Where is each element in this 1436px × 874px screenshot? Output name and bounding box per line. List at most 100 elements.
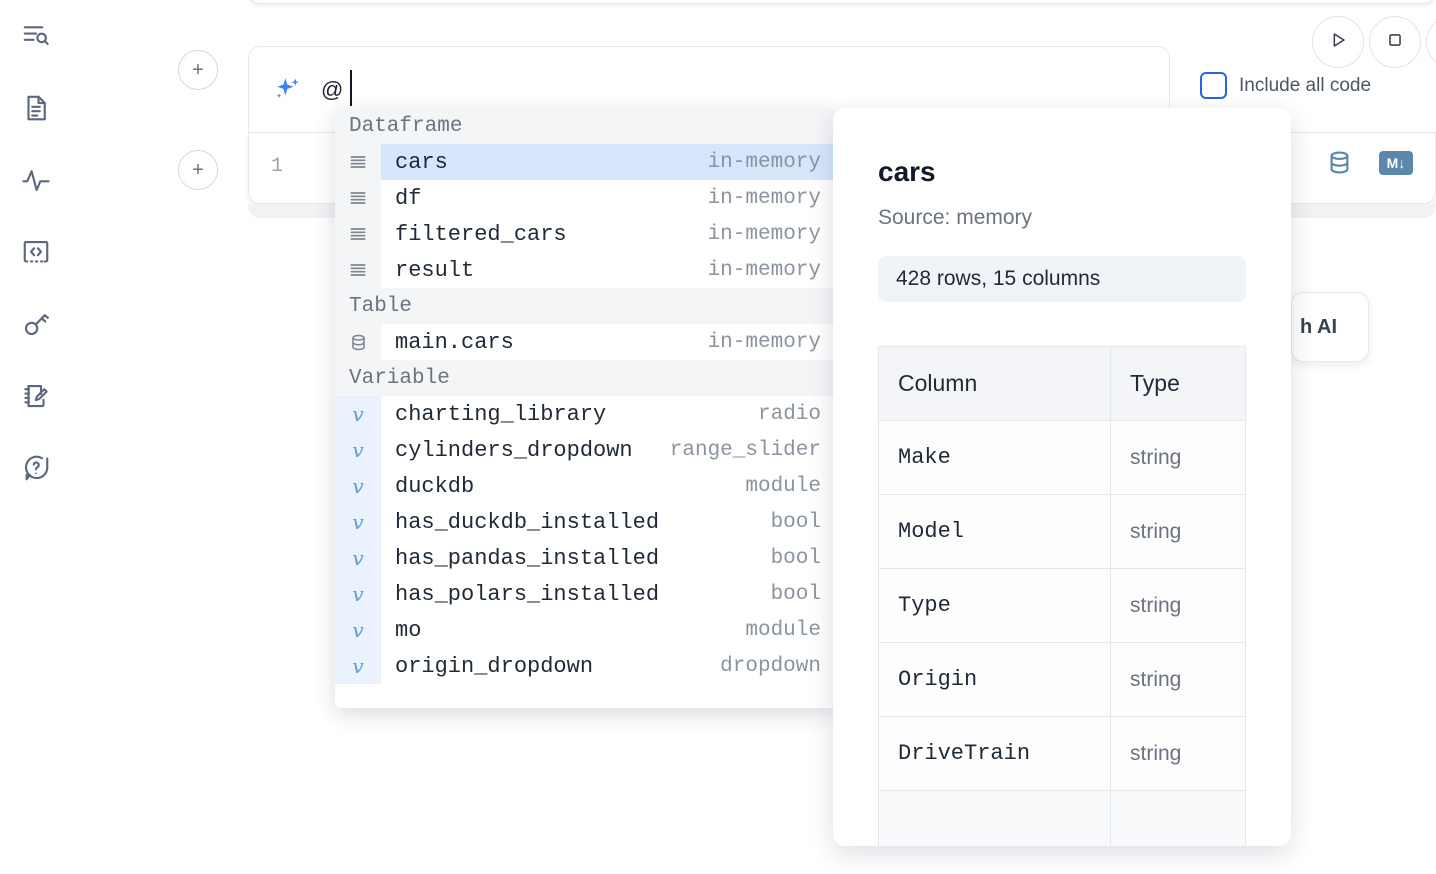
schema-column-name: DriveTrain xyxy=(878,716,1111,791)
autocomplete-item-type: in-memory xyxy=(707,150,821,174)
autocomplete-group-header: Variable xyxy=(335,360,835,396)
preview-shape-badge: 428 rows, 15 columns xyxy=(878,256,1246,302)
markdown-icon[interactable]: M↓ xyxy=(1379,150,1413,175)
schema-column-type: string xyxy=(1110,494,1246,569)
variable-icon: v xyxy=(335,504,381,540)
autocomplete-item-name: result xyxy=(395,257,475,283)
schema-column-type xyxy=(1110,790,1246,846)
generate-with-ai-label: h AI xyxy=(1300,315,1338,338)
autocomplete-item-name: df xyxy=(395,185,422,211)
dataframe-rows-icon xyxy=(335,252,381,288)
preview-source: Source: memory xyxy=(878,206,1033,229)
column-header-column: Column xyxy=(878,346,1111,421)
autocomplete-item-name: has_polars_installed xyxy=(395,581,660,607)
autocomplete-item-type: module xyxy=(745,618,821,642)
key-icon xyxy=(21,309,51,339)
sidebar-item-secrets[interactable] xyxy=(14,302,58,346)
add-cell-button-top[interactable]: + xyxy=(178,50,218,90)
autocomplete-item[interactable]: v has_pandas_installed bool xyxy=(335,540,835,576)
previous-cell-edge xyxy=(248,0,1436,4)
cell-icon-toolbar: M↓ xyxy=(1326,149,1413,176)
schema-column-type: string xyxy=(1110,568,1246,643)
schema-column-type: string xyxy=(1110,716,1246,791)
sidebar-item-snippets[interactable] xyxy=(14,230,58,274)
include-all-code-row[interactable]: Include all code xyxy=(1200,72,1371,99)
autocomplete-item-name: filtered_cars xyxy=(395,221,567,247)
database-icon[interactable] xyxy=(1326,149,1353,176)
sparkles-icon xyxy=(271,73,305,107)
table-row xyxy=(878,790,1246,846)
variable-icon: v xyxy=(335,468,381,504)
autocomplete-item[interactable]: v cylinders_dropdown range_slider xyxy=(335,432,835,468)
notebook-pencil-icon xyxy=(21,381,51,411)
sidebar-item-outline-search[interactable] xyxy=(14,14,58,58)
autocomplete-item-type: in-memory xyxy=(707,258,821,282)
autocomplete-item[interactable]: result in-memory xyxy=(335,252,835,288)
autocomplete-item-type: radio xyxy=(757,402,821,426)
add-cell-button-bottom[interactable]: + xyxy=(178,150,218,190)
sidebar-item-activity[interactable] xyxy=(14,158,58,202)
schema-column-type: string xyxy=(1110,642,1246,717)
autocomplete-item-type: bool xyxy=(770,546,821,570)
autocomplete-item-type: in-memory xyxy=(707,186,821,210)
dataframe-rows-icon xyxy=(335,216,381,252)
stop-button[interactable] xyxy=(1369,16,1421,68)
stop-square-icon xyxy=(1384,29,1406,56)
include-all-code-checkbox[interactable] xyxy=(1200,72,1227,99)
autocomplete-item-type: module xyxy=(745,474,821,498)
autocomplete-item-name: has_duckdb_installed xyxy=(395,509,660,535)
sidebar-rail xyxy=(0,0,72,874)
schema-column-name: Model xyxy=(878,494,1111,569)
schema-column-name: Make xyxy=(878,420,1111,495)
autocomplete-item-name: mo xyxy=(395,617,422,643)
schema-column-name: Type xyxy=(878,568,1111,643)
autocomplete-item-name: has_pandas_installed xyxy=(395,545,660,571)
autocomplete-item-type: in-memory xyxy=(707,330,821,354)
ai-prompt-input[interactable] xyxy=(321,76,1169,103)
file-text-icon xyxy=(21,93,51,123)
autocomplete-item[interactable]: filtered_cars in-memory xyxy=(335,216,835,252)
line-number: 1 xyxy=(271,155,284,178)
autocomplete-group-header: Table xyxy=(335,288,835,324)
code-brackets-icon xyxy=(21,237,51,267)
schema-column-name xyxy=(878,790,1111,846)
variable-icon: v xyxy=(335,612,381,648)
sidebar-item-files[interactable] xyxy=(14,86,58,130)
variable-icon: v xyxy=(335,648,381,684)
autocomplete-item-type: bool xyxy=(770,582,821,606)
autocomplete-group-header: Dataframe xyxy=(335,108,835,144)
autocomplete-item-type: range_slider xyxy=(669,438,821,462)
run-button[interactable] xyxy=(1312,16,1364,68)
plus-icon: + xyxy=(192,159,204,181)
activity-pulse-icon xyxy=(21,165,51,195)
variable-icon: v xyxy=(335,540,381,576)
sidebar-item-help-chat[interactable] xyxy=(14,446,58,490)
autocomplete-item-name: cars xyxy=(395,149,448,175)
generate-with-ai-button[interactable]: h AI xyxy=(1291,292,1369,362)
variable-icon: v xyxy=(335,432,381,468)
autocomplete-item[interactable]: cars in-memory xyxy=(335,144,835,180)
autocomplete-item-type: in-memory xyxy=(707,222,821,246)
table-header-row: Column Type xyxy=(878,346,1246,421)
outline-search-icon xyxy=(21,21,51,51)
autocomplete-item-name: cylinders_dropdown xyxy=(395,437,633,463)
autocomplete-item[interactable]: df in-memory xyxy=(335,180,835,216)
sidebar-item-scratchpad[interactable] xyxy=(14,374,58,418)
schema-column-name: Origin xyxy=(878,642,1111,717)
more-actions-button[interactable] xyxy=(1426,16,1436,68)
text-caret xyxy=(350,70,352,106)
dataframe-preview-panel: cars Source: memory 428 rows, 15 columns… xyxy=(833,108,1291,846)
